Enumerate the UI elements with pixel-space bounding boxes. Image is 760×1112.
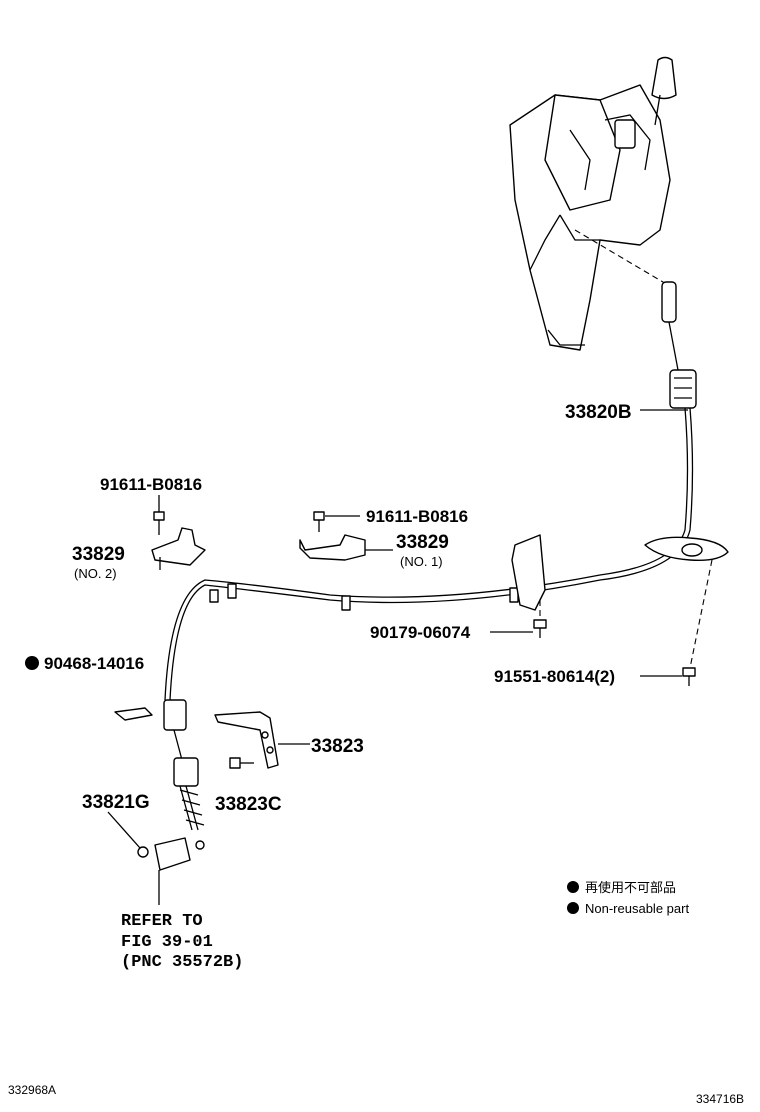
bolt-91551 bbox=[682, 667, 696, 686]
legend-item-2: Non-reusable part bbox=[585, 901, 689, 916]
code-bottom-left: 332968A bbox=[8, 1083, 56, 1097]
leader-33821G bbox=[107, 811, 141, 849]
code-bottom-right: 334716B bbox=[696, 1092, 744, 1106]
bolt-90179 bbox=[533, 619, 547, 638]
label-33820B: 33820B bbox=[565, 402, 632, 423]
shift-cable bbox=[154, 281, 729, 871]
shift-lever-assembly bbox=[509, 56, 677, 351]
label-91611-left: 91611-B0816 bbox=[100, 475, 202, 494]
legend-bullet-2 bbox=[567, 902, 579, 914]
label-33829-left-sub: (NO. 2) bbox=[74, 566, 117, 581]
legend-bullet-1 bbox=[567, 881, 579, 893]
label-91611-center: 91611-B0816 bbox=[366, 507, 468, 526]
refer-line-1: REFER TO bbox=[121, 912, 203, 931]
label-33829-center: 33829 bbox=[396, 532, 449, 553]
label-33821G: 33821G bbox=[82, 792, 150, 813]
non-reusable-marker-90468 bbox=[25, 656, 39, 670]
label-90179: 90179-06074 bbox=[370, 623, 471, 642]
label-91551: 91551-80614(2) bbox=[494, 667, 615, 686]
label-90468: 90468-14016 bbox=[44, 654, 144, 673]
clamp-33829-no1 bbox=[299, 511, 366, 561]
nut-33821G bbox=[137, 846, 149, 858]
clamp-33829-no2 bbox=[151, 511, 206, 566]
legend-item-1: 再使用不可部品 bbox=[585, 880, 676, 895]
label-33829-center-sub: (NO. 1) bbox=[400, 554, 443, 569]
lever-connection-dashline bbox=[574, 229, 669, 286]
refer-line-3: (PNC 35572B) bbox=[121, 953, 243, 972]
cable-bracket bbox=[511, 534, 546, 611]
bolt-33823C bbox=[229, 757, 254, 769]
label-33823: 33823 bbox=[311, 736, 364, 757]
refer-line-2: FIG 39-01 bbox=[121, 933, 213, 952]
clip-90468 bbox=[114, 707, 153, 721]
plate-bolt-dashline bbox=[689, 559, 713, 669]
label-33829-left: 33829 bbox=[72, 544, 125, 565]
bracket-33823 bbox=[214, 711, 279, 769]
label-33823C: 33823C bbox=[215, 794, 282, 815]
